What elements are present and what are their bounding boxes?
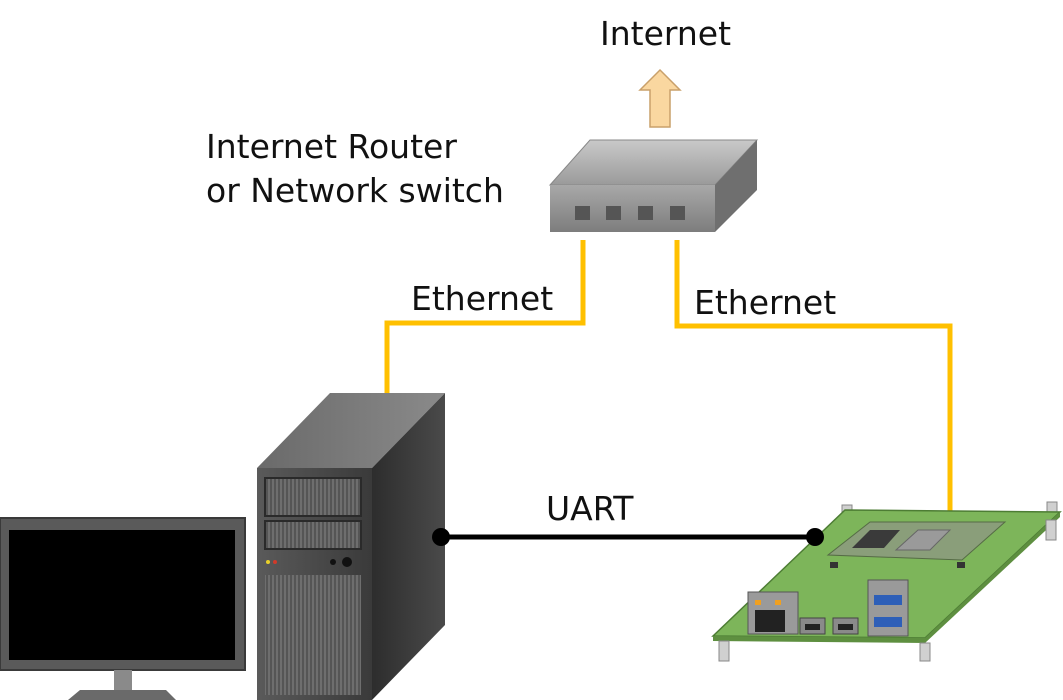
router-label-line1: Internet Router [206,127,457,166]
internet-arrow-icon [638,68,682,128]
pc-tower-icon [257,393,445,700]
internet-label: Internet [600,14,732,53]
router-label-line2: or Network switch [206,171,504,210]
uart-label: UART [546,489,634,528]
embedded-board-icon [711,501,1062,662]
ethernet-cable-left [384,240,586,420]
ethernet-right-label: Ethernet [694,283,837,322]
ethernet-cable-right [674,240,953,512]
ethernet-left-label: Ethernet [411,279,554,318]
uart-endpoint-board [806,528,824,546]
uart-endpoint-pc [432,528,450,546]
router-icon [548,139,759,232]
monitor-icon [0,517,246,700]
